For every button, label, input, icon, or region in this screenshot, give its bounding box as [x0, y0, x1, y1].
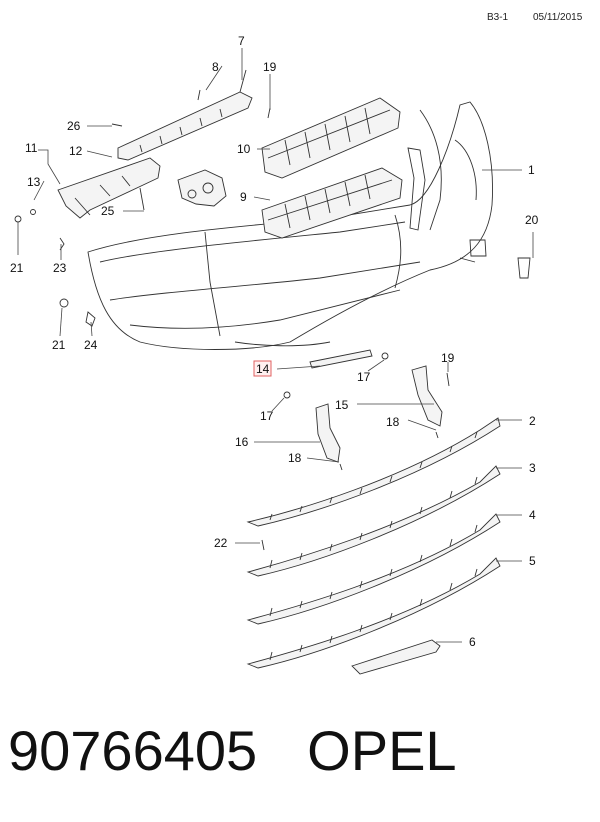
lower-trim-4: [246, 513, 501, 625]
callout-26: 26: [67, 119, 81, 133]
callout-13: 13: [27, 175, 41, 189]
callout-18-lower: 18: [288, 451, 302, 465]
leader-lines: [17, 48, 534, 643]
callout-8: 8: [212, 60, 219, 74]
lower-trim-6: [351, 639, 441, 675]
callout-19-upper: 19: [263, 60, 277, 74]
support-bracket-upper: [117, 69, 253, 161]
diffuser-bracket-left: [315, 403, 341, 463]
callout-14: 14: [256, 362, 270, 376]
callout-17-lower: 17: [260, 409, 274, 423]
callout-22: 22: [214, 536, 228, 550]
callout-21-lower: 21: [52, 338, 66, 352]
callout-4: 4: [529, 508, 536, 522]
highlight-box-14: [253, 360, 272, 377]
brand-name: OPEL: [307, 719, 457, 782]
callout-5: 5: [529, 554, 536, 568]
absorber-upper: [261, 97, 401, 179]
lower-trim-3: [246, 465, 501, 577]
callout-15: 15: [335, 398, 349, 412]
callout-6: 6: [469, 635, 476, 649]
callout-21-upper: 21: [10, 261, 24, 275]
callout-24: 24: [84, 338, 98, 352]
callout-1: 1: [528, 163, 535, 177]
callout-20: 20: [525, 213, 539, 227]
callout-17-upper: 17: [357, 370, 371, 384]
callout-9: 9: [240, 190, 247, 204]
callout-2: 2: [529, 414, 536, 428]
side-bracket-clip: [177, 169, 227, 207]
callout-10: 10: [237, 142, 251, 156]
callout-23: 23: [53, 261, 67, 275]
callout-25: 25: [101, 204, 115, 218]
diffuser-bracket-right: [411, 365, 443, 427]
lower-trim-5: [246, 557, 501, 669]
callout-11: 11: [25, 141, 38, 155]
part-footer: 90766405 OPEL: [8, 718, 457, 783]
diagram-date: 05/11/2015: [533, 12, 583, 23]
sheet-code: B3-1: [487, 12, 509, 23]
callout-7: 7: [238, 34, 245, 48]
callout-19-lower: 19: [441, 351, 455, 365]
side-bracket-right: [407, 147, 426, 231]
side-bracket-left: [57, 157, 161, 219]
callout-18-upper: 18: [386, 415, 400, 429]
part-number: 90766405: [8, 719, 258, 782]
callout-3: 3: [529, 461, 536, 475]
absorber-lower: [261, 167, 403, 239]
lower-trim-2: [246, 417, 501, 527]
callout-12: 12: [69, 144, 83, 158]
trim-strip-14: [309, 349, 373, 369]
callout-16: 16: [235, 435, 249, 449]
